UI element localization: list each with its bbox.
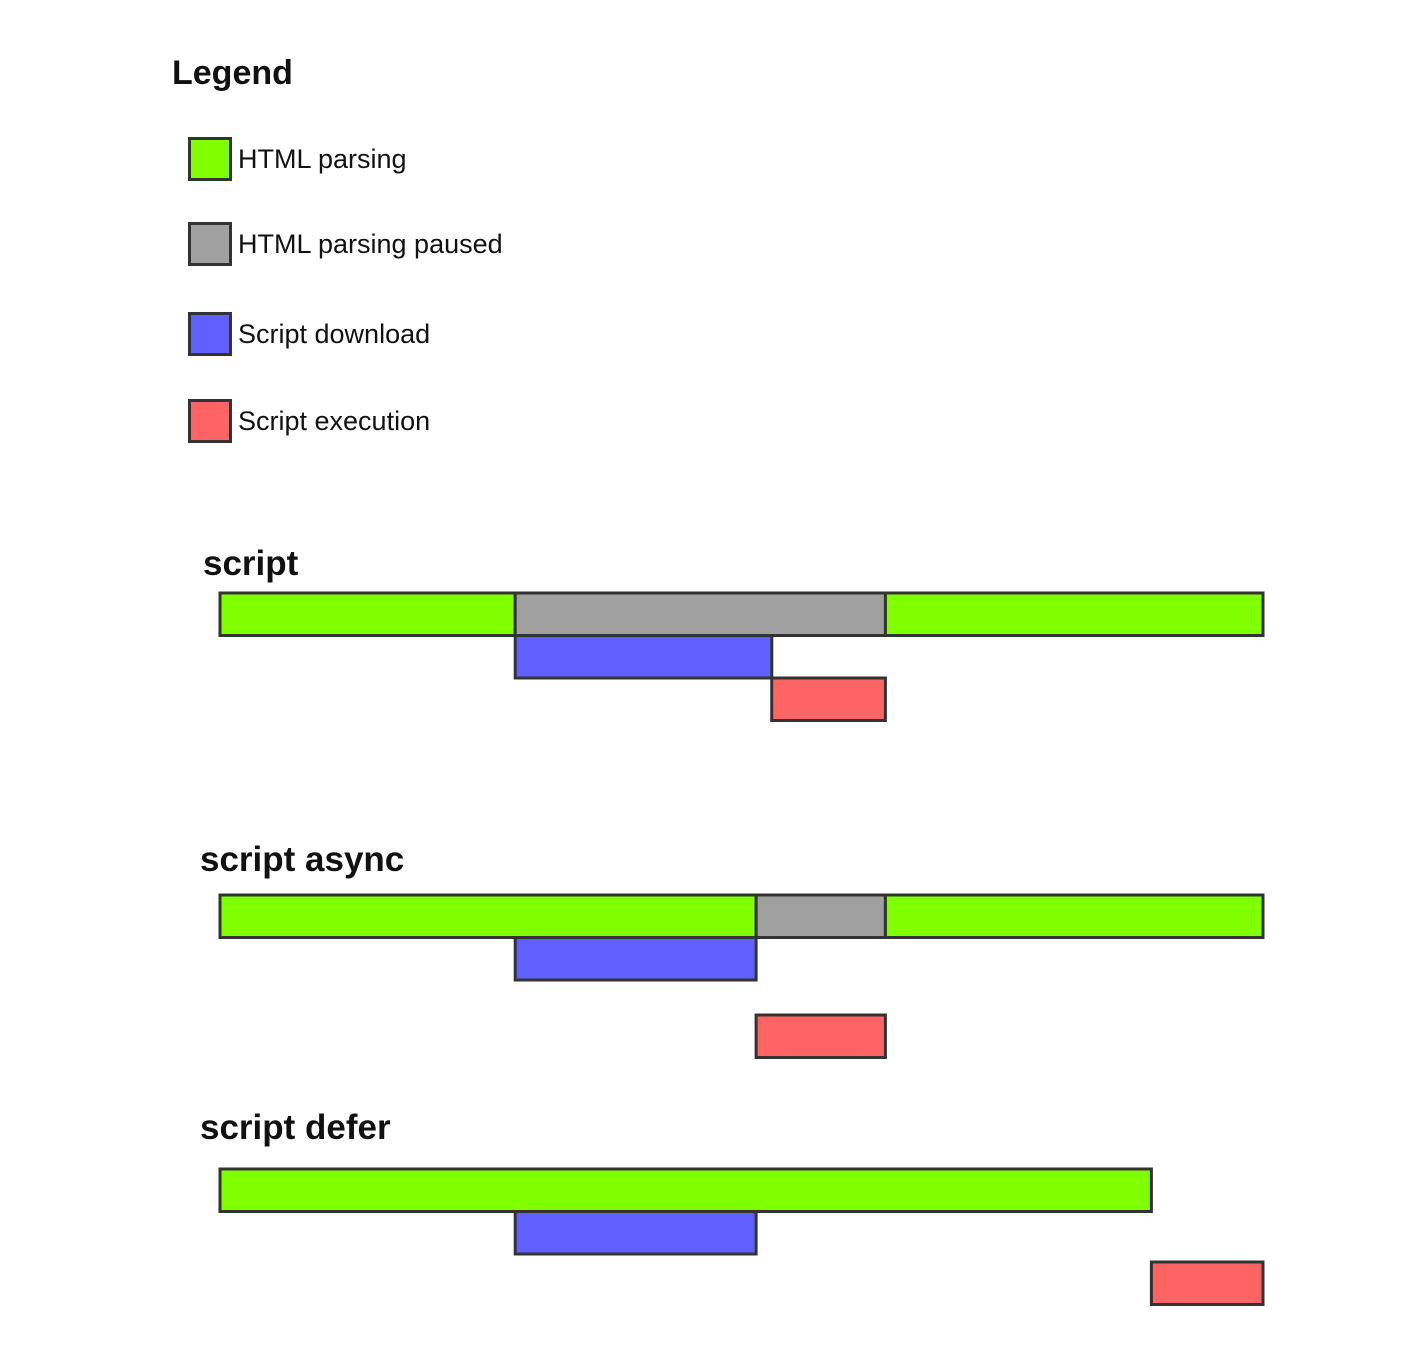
section-title-script-async: script async <box>200 840 405 879</box>
segment-script-async-parsing-2 <box>883 893 1265 939</box>
legend-title: Legend <box>172 54 293 92</box>
segment-script-async-parsing-0 <box>218 893 758 939</box>
swatch-html-parsing <box>188 137 232 181</box>
segment-script-async-download-3 <box>513 936 758 982</box>
segment-script-async-paused-1 <box>754 893 887 939</box>
legend-item-script-download: Script download <box>188 310 430 358</box>
legend-label-script-execution: Script execution <box>238 405 431 436</box>
swatch-script-download <box>188 312 232 356</box>
segment-script-async-execution-4 <box>754 1013 887 1059</box>
swatch-html-parsing-paused <box>188 222 232 266</box>
section-title-script-defer: script defer <box>200 1108 391 1147</box>
segment-script-defer-parsing-0 <box>218 1167 1153 1213</box>
legend-label-html-parsing: HTML parsing <box>238 143 407 174</box>
segment-script-parsing-0 <box>218 591 517 637</box>
segment-script-download-3 <box>513 634 774 680</box>
legend-label-html-parsing-paused: HTML parsing paused <box>238 228 503 259</box>
segment-script-defer-execution-2 <box>1149 1260 1265 1306</box>
segment-script-paused-1 <box>513 591 887 637</box>
legend-label-script-download: Script download <box>238 318 431 349</box>
legend-item-script-execution: Script execution <box>188 397 430 445</box>
legend-item-html-parsing: HTML parsing <box>188 135 407 183</box>
swatch-script-execution <box>188 399 232 443</box>
segment-script-defer-download-1 <box>513 1210 758 1256</box>
segment-script-parsing-2 <box>883 591 1265 637</box>
section-title-script: script <box>203 544 299 583</box>
segment-script-execution-4 <box>770 676 887 722</box>
legend-item-html-parsing-paused: HTML parsing paused <box>188 220 503 268</box>
